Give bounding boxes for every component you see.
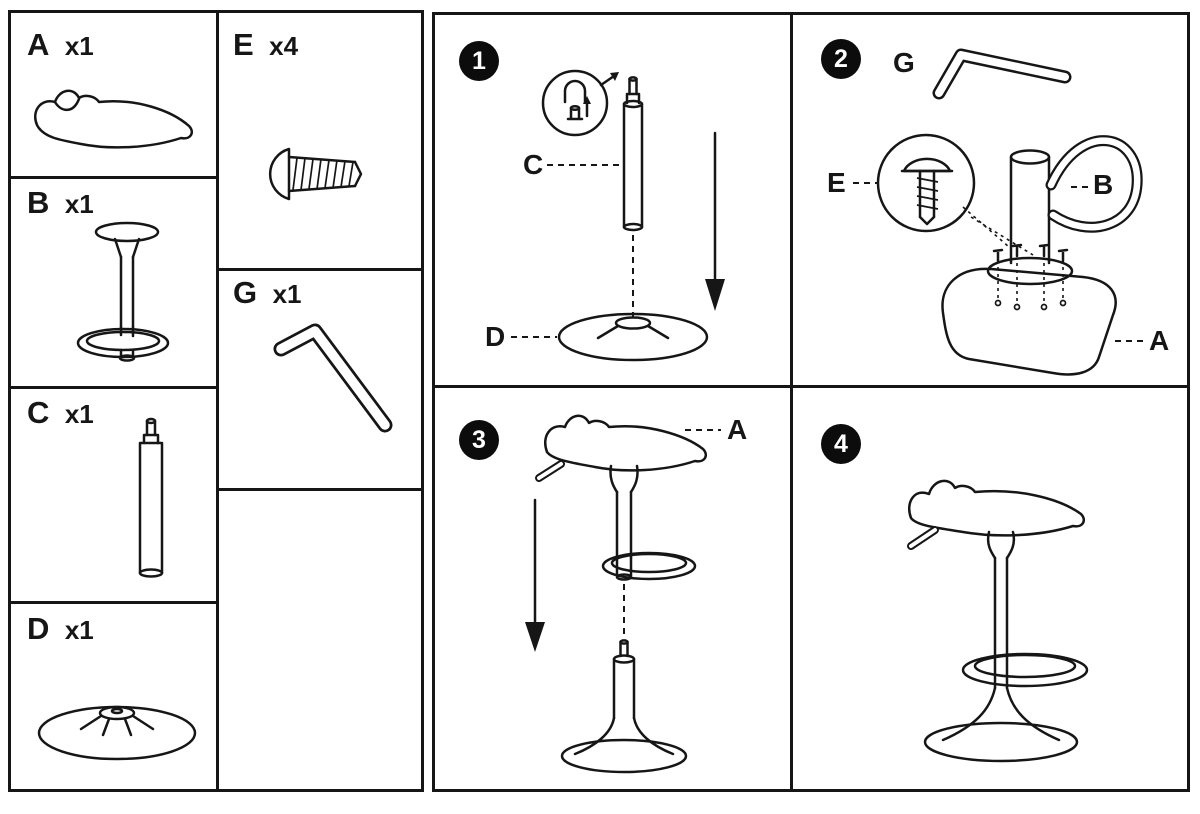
- step-2-callout-g: G: [893, 47, 915, 78]
- part-a-letter: A: [27, 27, 51, 62]
- part-g-qty: x1: [272, 279, 302, 309]
- base-drawing: [557, 235, 709, 362]
- step-3-illustration: [525, 414, 721, 774]
- part-g-allen-key-drawing: [273, 323, 393, 433]
- step-1-illustration: [511, 69, 725, 362]
- part-c-qty: x1: [64, 399, 94, 429]
- part-e-letter: E: [233, 27, 255, 62]
- down-arrow-icon: [705, 131, 725, 311]
- pin-detail-magnifier: [541, 69, 619, 137]
- seat-assembly-drawing: [535, 414, 707, 581]
- part-b-footrest-drawing: [76, 221, 170, 362]
- step-3-number-badge: 3: [459, 420, 499, 460]
- part-e-label: E x4: [233, 27, 298, 63]
- step-1-callout-c: C: [523, 149, 544, 180]
- divider-b-c: [11, 386, 216, 389]
- step-1: 1 C D: [435, 15, 790, 385]
- step-2: 2 G E B A: [793, 15, 1187, 385]
- part-g-letter: G: [233, 275, 259, 310]
- part-g-label: G x1: [233, 275, 302, 311]
- seat-underside-drawing: [941, 267, 1117, 376]
- step-2-callout-a: A: [1149, 325, 1170, 356]
- part-c-label: C x1: [27, 395, 94, 431]
- down-arrow-icon: [525, 498, 545, 652]
- step-2-number-badge: 2: [821, 39, 861, 79]
- part-d-label: D x1: [27, 611, 94, 647]
- step-1-number-badge: 1: [459, 41, 499, 81]
- screw-magnifier: [876, 133, 976, 233]
- divider-g-empty: [219, 488, 421, 491]
- screw-guide-dashes: [962, 206, 1034, 256]
- step-1-callout-d: D: [485, 321, 506, 352]
- step-3: 3 A: [435, 388, 790, 789]
- part-b-letter: B: [27, 185, 51, 220]
- footrest-loop-drawing: [1045, 135, 1143, 233]
- mounting-flange-drawing: [986, 243, 1074, 311]
- part-c-letter: C: [27, 395, 51, 430]
- steps-horizontal-divider: [435, 385, 1187, 388]
- base-assembly-drawing: [560, 639, 688, 774]
- step-2-illustration: [853, 48, 1145, 376]
- divider-a-b: [11, 176, 216, 179]
- divider-c-d: [11, 601, 216, 604]
- step-4-illustration: [907, 479, 1089, 763]
- step-3-callout-a: A: [727, 414, 748, 445]
- steps-panel: 1 C D: [432, 12, 1190, 792]
- part-b-label: B x1: [27, 185, 94, 221]
- part-a-qty: x1: [64, 31, 94, 61]
- part-b-qty: x1: [64, 189, 94, 219]
- part-e-qty: x4: [269, 31, 299, 61]
- part-a-seat-drawing: [34, 89, 193, 149]
- part-d-base-drawing: [37, 705, 197, 761]
- part-c-gaslift-drawing: [138, 417, 164, 578]
- gas-lift-drawing: [622, 76, 644, 232]
- step-4-number-badge: 4: [821, 424, 861, 464]
- finished-stool-drawing: [907, 479, 1089, 763]
- step-2-callout-e: E: [827, 167, 846, 198]
- divider-e-g: [219, 268, 421, 271]
- parts-vertical-divider: [216, 13, 219, 789]
- parts-panel: A x1 B x1 C x1: [8, 10, 424, 792]
- part-d-letter: D: [27, 611, 51, 646]
- steps-vertical-divider: [790, 15, 793, 789]
- part-d-qty: x1: [64, 615, 94, 645]
- allen-key-drawing: [932, 48, 1072, 100]
- part-a-label: A x1: [27, 27, 94, 63]
- part-e-screw-drawing: [268, 147, 363, 201]
- step-4: 4: [793, 388, 1187, 789]
- step-2-callout-b: B: [1093, 169, 1114, 200]
